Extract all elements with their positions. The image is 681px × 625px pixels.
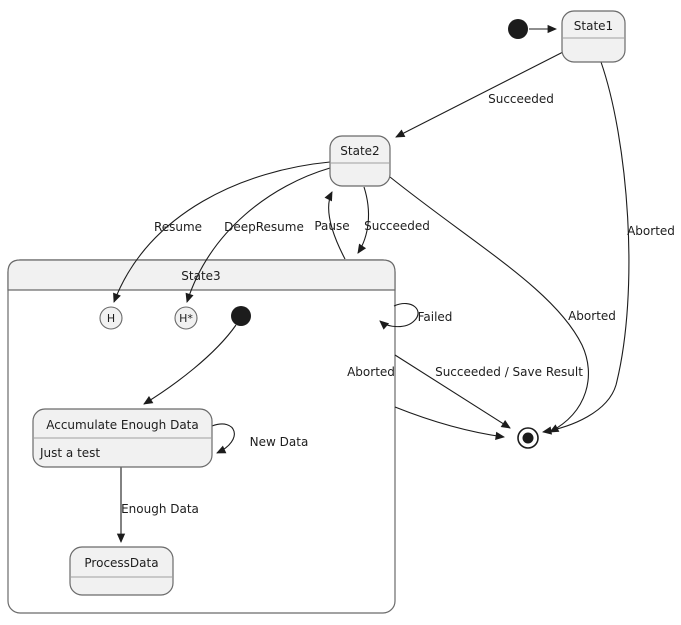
label-pause: Pause — [314, 219, 349, 233]
state2-box — [329, 135, 391, 187]
edge-state3-to-state2-pause — [324, 191, 346, 260]
initial-state-icon — [508, 19, 528, 39]
accumulate-body-text: Just a test — [39, 446, 100, 460]
state2-title: State2 — [340, 144, 379, 158]
edge-state2-to-deep-history — [185, 167, 331, 303]
label-resume: Resume — [154, 220, 202, 234]
history-shallow-icon — [99, 306, 123, 330]
state1-title: State1 — [574, 19, 613, 33]
label-aborted-3-final: Aborted — [347, 365, 395, 379]
edge-state2-to-state3-succeeded — [357, 186, 369, 254]
history-deep: H* — [174, 306, 198, 330]
label-succeeded-1-2: Succeeded — [488, 92, 554, 106]
state-state1: State1 — [561, 10, 626, 63]
edge-accumulate-self-loop — [211, 423, 235, 454]
state3-title: State3 — [181, 269, 220, 283]
transitions-layer — [113, 24, 630, 543]
state-accumulate: Accumulate Enough Data Just a test — [32, 408, 213, 468]
state3-header — [7, 259, 396, 291]
state-process-data: ProcessData — [69, 546, 174, 596]
history-shallow-label: H — [107, 312, 115, 325]
history-deep-icon — [174, 306, 198, 330]
edge-state3-to-final-succeeded — [394, 354, 511, 429]
history-deep-label: H* — [179, 312, 193, 325]
label-aborted-2-final: Aborted — [568, 309, 616, 323]
history-shallow: H — [99, 306, 123, 330]
accumulate-title: Accumulate Enough Data — [46, 418, 199, 432]
label-enough-data: Enough Data — [121, 502, 199, 516]
process-data-box — [69, 546, 174, 596]
initial-state3-icon — [231, 306, 251, 326]
edge-state3-to-final-aborted — [394, 406, 505, 440]
label-failed: Failed — [418, 310, 453, 324]
final-state-icon — [517, 427, 539, 449]
state1-box — [561, 10, 626, 63]
edge-state3-failed-self-loop — [379, 303, 419, 330]
label-deepresume: DeepResume — [224, 220, 304, 234]
edge-state1-to-final — [542, 61, 630, 435]
label-aborted-1-final: Aborted — [627, 224, 675, 238]
edge-state1-to-state2 — [395, 50, 566, 138]
label-new-data: New Data — [250, 435, 309, 449]
edge-init3-to-accumulate — [143, 324, 237, 405]
state-state2: State2 — [329, 135, 391, 187]
edge-state2-to-history-resume — [113, 161, 331, 303]
final-state-inner-dot — [522, 432, 534, 444]
edge-labels: Succeeded Aborted Resume DeepResume Paus… — [121, 92, 675, 516]
label-succeeded-save-result: Succeeded / Save Result — [435, 365, 583, 379]
edge-state2-to-final — [389, 176, 589, 433]
label-succeeded-2-3: Succeeded — [364, 219, 430, 233]
process-data-title: ProcessData — [84, 556, 158, 570]
